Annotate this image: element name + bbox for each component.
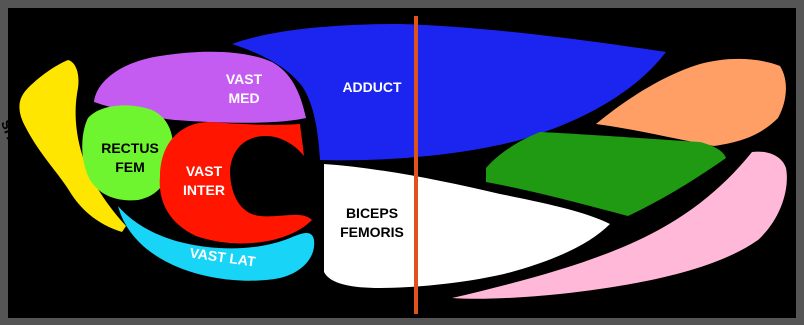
rectus-fem-label-line1: RECTUS bbox=[101, 140, 159, 156]
biceps-femoris-label-line2: FEMORIS bbox=[340, 224, 404, 240]
vast-inter-label-line2: INTER bbox=[183, 182, 225, 198]
adduct-label: ADDUCT bbox=[342, 79, 402, 95]
vast-med-label-line2: MED bbox=[228, 90, 259, 106]
rectus-fem-label-line2: FEM bbox=[115, 159, 145, 175]
vast-med-label-line1: VAST bbox=[226, 71, 263, 87]
vast-inter-label-line1: VAST bbox=[186, 163, 223, 179]
biceps-femoris-label-line1: BICEPS bbox=[346, 205, 398, 221]
